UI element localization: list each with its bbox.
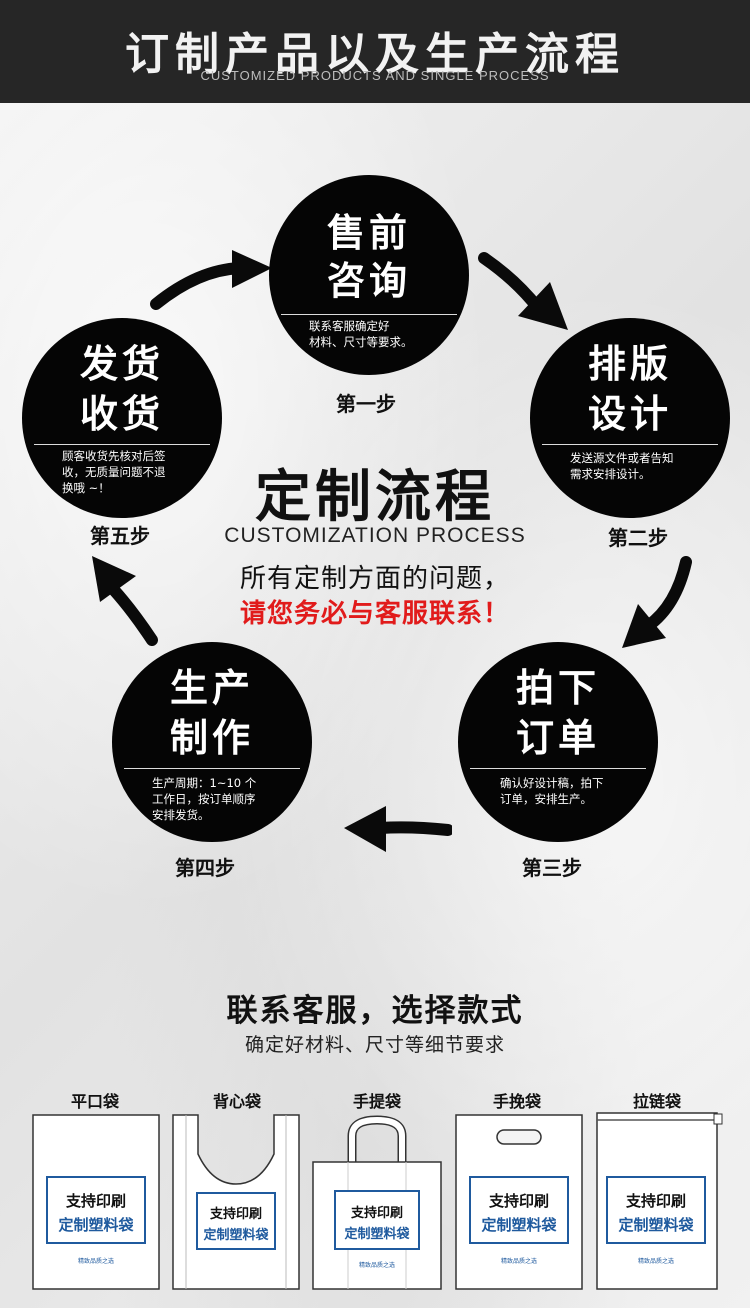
- bag-line1: 支持印刷: [65, 1192, 126, 1210]
- step-desc-line2: 需求安排设计。: [570, 467, 651, 481]
- step-label-1: 第一步: [336, 392, 396, 416]
- bag-line1: 支持印刷: [488, 1192, 549, 1210]
- page-header: 订制产品以及生产流程 CUSTOMIZED PRODUCTS AND SINGL…: [0, 0, 750, 103]
- step-desc-line3: 安排发货。: [152, 808, 210, 822]
- arrow-icon: [622, 556, 692, 648]
- bag-label-vest: 背心袋: [212, 1092, 261, 1111]
- divider: [470, 768, 646, 769]
- step-desc-line1: 联系客服确定好: [309, 319, 390, 333]
- bag-print-panel: 支持印刷 定制塑料袋: [469, 1176, 569, 1244]
- step-title-line2: 制作: [169, 716, 254, 760]
- contact-subtitle: 确定好材料、尺寸等细节要求: [244, 1034, 505, 1056]
- arrow-icon: [150, 250, 272, 310]
- step-desc-line3: 换哦 ~！: [62, 481, 110, 495]
- process-title: 定制流程: [255, 465, 495, 530]
- bag-handle: 支持印刷 定制塑料袋 精致品质之选: [312, 1114, 442, 1290]
- divider: [542, 444, 718, 445]
- page-title: 订制产品以及生产流程: [125, 29, 625, 80]
- step-title-line2: 设计: [587, 392, 672, 436]
- bag-tiny-text: 精致品质之选: [637, 1258, 674, 1265]
- divider: [124, 768, 300, 769]
- bag-line1: 支持印刷: [625, 1192, 686, 1210]
- step-title-line1: 拍下: [515, 666, 600, 710]
- step-label-2: 第二步: [608, 526, 668, 550]
- step-desc-line2: 材料、尺寸等要求。: [309, 335, 413, 349]
- arrow-icon: [344, 806, 452, 852]
- step-circle-3: 拍下 订单 确认好设计稿，拍下 订单，安排生产。: [458, 642, 658, 842]
- bag-label-die-cut: 手挽袋: [492, 1092, 541, 1111]
- step-title-line2: 收货: [79, 392, 164, 436]
- step-title-line1: 排版: [587, 342, 672, 386]
- step-desc-line2: 收，无质量问题不退: [62, 465, 166, 479]
- bag-print-panel: 支持印刷 定制塑料袋: [606, 1176, 706, 1244]
- bag-line2: 定制塑料袋: [58, 1216, 134, 1234]
- process-warning: 请您务必与客服联系！: [239, 599, 510, 629]
- bag-print-panel: 支持印刷 定制塑料袋: [196, 1192, 276, 1250]
- arrow-icon: [478, 252, 568, 330]
- bag-line2: 定制塑料袋: [203, 1228, 269, 1243]
- contact-title: 联系客服，选择款式: [226, 993, 524, 1029]
- step-circle-1: 售前 咨询 联系客服确定好 材料、尺寸等要求。: [269, 175, 469, 375]
- step-desc-line1: 发送源文件或者告知: [570, 451, 674, 465]
- step-desc-line2: 订单，安排生产。: [500, 792, 592, 806]
- step-desc-line2: 工作日，按订单顺序: [152, 792, 256, 806]
- bag-zipper: 支持印刷 定制塑料袋 精致品质之选: [596, 1112, 724, 1290]
- step-desc-line1: 确认好设计稿，拍下: [500, 776, 604, 790]
- divider: [281, 314, 457, 315]
- step-circle-4: 生产 制作 生产周期：1~10 个 工作日，按订单顺序 安排发货。: [112, 642, 312, 842]
- step-circle-2: 排版 设计 发送源文件或者告知 需求安排设计。: [530, 318, 730, 518]
- step-label-4: 第四步: [175, 856, 235, 880]
- bag-tiny-text: 精致品质之选: [500, 1258, 537, 1265]
- bag-label-zipper: 拉链袋: [632, 1092, 681, 1111]
- bag-print-panel: 支持印刷 定制塑料袋: [46, 1176, 146, 1244]
- bag-die-cut: 支持印刷 定制塑料袋 精致品质之选: [455, 1114, 583, 1290]
- step-title-line2: 咨询: [326, 259, 411, 303]
- bag-flat: 支持印刷 定制塑料袋 精致品质之选: [32, 1114, 160, 1290]
- bag-vest: 支持印刷 定制塑料袋: [172, 1114, 300, 1290]
- step-desc-line1: 生产周期：1~10 个: [152, 776, 257, 790]
- bag-print-panel: 支持印刷 定制塑料袋: [334, 1190, 420, 1250]
- page-subtitle: CUSTOMIZED PRODUCTS AND SINGLE PROCESS: [200, 68, 550, 83]
- bag-tiny-text: 精致品质之选: [358, 1262, 395, 1269]
- step-circle-5: 发货 收货 顾客收货先核对后签 收，无质量问题不退 换哦 ~！: [22, 318, 222, 518]
- step-title-line1: 售前: [326, 211, 411, 255]
- bag-line2: 定制塑料袋: [344, 1227, 410, 1242]
- bag-label-handle: 手提袋: [352, 1092, 401, 1111]
- step-title-line1: 生产: [169, 666, 254, 710]
- arrow-icon: [92, 556, 158, 646]
- step-label-5: 第五步: [90, 524, 150, 548]
- step-label-3: 第三步: [522, 856, 582, 880]
- process-subtitle: CUSTOMIZATION PROCESS: [224, 524, 526, 547]
- divider: [34, 444, 210, 445]
- step-desc-line1: 顾客收货先核对后签: [62, 449, 166, 463]
- bag-line2: 定制塑料袋: [618, 1216, 694, 1234]
- bag-line1: 支持印刷: [209, 1207, 262, 1222]
- bag-tiny-text: 精致品质之选: [77, 1258, 114, 1265]
- bag-line1: 支持印刷: [350, 1206, 403, 1221]
- bag-line2: 定制塑料袋: [481, 1216, 557, 1234]
- step-title-line1: 发货: [79, 342, 164, 386]
- step-title-line2: 订单: [515, 716, 600, 760]
- process-note: 所有定制方面的问题，: [239, 564, 510, 594]
- bag-label-flat: 平口袋: [70, 1092, 119, 1111]
